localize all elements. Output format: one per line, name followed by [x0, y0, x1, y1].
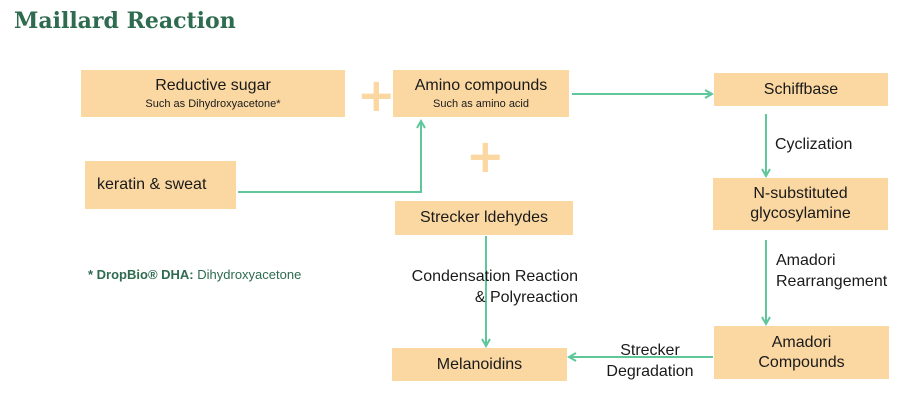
condensation-line2: & Polyreaction [474, 289, 578, 306]
amino-compounds-box: Amino compounds Such as amino acid [393, 70, 569, 117]
condensation-line1: Condensation Reaction [411, 268, 578, 285]
n-substituted-box: N-substituted glycosylamine [713, 178, 888, 230]
melanoidins-label: Melanoidins [436, 355, 523, 373]
n-substituted-line2: glycosylamine [750, 205, 851, 222]
page-title: Maillard Reaction [14, 8, 236, 34]
footnote-prefix: * [88, 267, 97, 282]
strecker-degradation-line1: Strecker [620, 342, 680, 359]
condensation-label: Condensation Reaction & Polyreaction [392, 266, 578, 308]
strecker-aldehydes-label: Strecker ldehydes [419, 209, 549, 226]
plus-icon-middle: + [466, 129, 505, 183]
amadori-rearrangement-line1: Amadori [776, 252, 836, 269]
strecker-aldehydes-box: Strecker ldehydes [395, 201, 573, 235]
amadori-compounds-line2: Compounds [758, 353, 845, 371]
schiffbase-box: Schiffbase [714, 73, 888, 106]
keratin-sweat-label: keratin & sweat [97, 176, 207, 193]
amino-compounds-sub: Such as amino acid [433, 98, 529, 110]
amadori-compounds-line1: Amadori [771, 333, 832, 351]
cyclization-label: Cyclization [775, 136, 853, 153]
strecker-degradation-label: Strecker Degradation [598, 340, 702, 382]
strecker-degradation-line2: Degradation [606, 363, 694, 380]
footnote: * DropBio® DHA: Dihydroxyacetone [88, 267, 301, 282]
footnote-text: Dihydroxyacetone [193, 267, 302, 282]
footnote-colon: : [189, 267, 194, 282]
reductive-sugar-sub: Such as Dihydroxyacetone* [145, 98, 281, 110]
amadori-compounds-box: Amadori Compounds [714, 326, 889, 379]
amino-compounds-label: Amino compounds [414, 77, 548, 94]
plus-icon-top: + [357, 68, 396, 122]
keratin-sweat-box: keratin & sweat [85, 161, 236, 209]
melanoidins-box: Melanoidins [392, 348, 567, 381]
amadori-rearrangement-label: Amadori Rearrangement [776, 250, 887, 292]
arrow-keratin-to-amino [238, 121, 421, 193]
reductive-sugar-label: Reductive sugar [155, 77, 271, 94]
n-substituted-line1: N-substituted [753, 185, 848, 202]
amadori-rearrangement-line2: Rearrangement [776, 273, 888, 290]
reductive-sugar-box: Reductive sugar Such as Dihydroxyacetone… [81, 70, 345, 117]
footnote-brand: DropBio® DHA [96, 267, 190, 282]
schiffbase-label: Schiffbase [763, 80, 839, 98]
